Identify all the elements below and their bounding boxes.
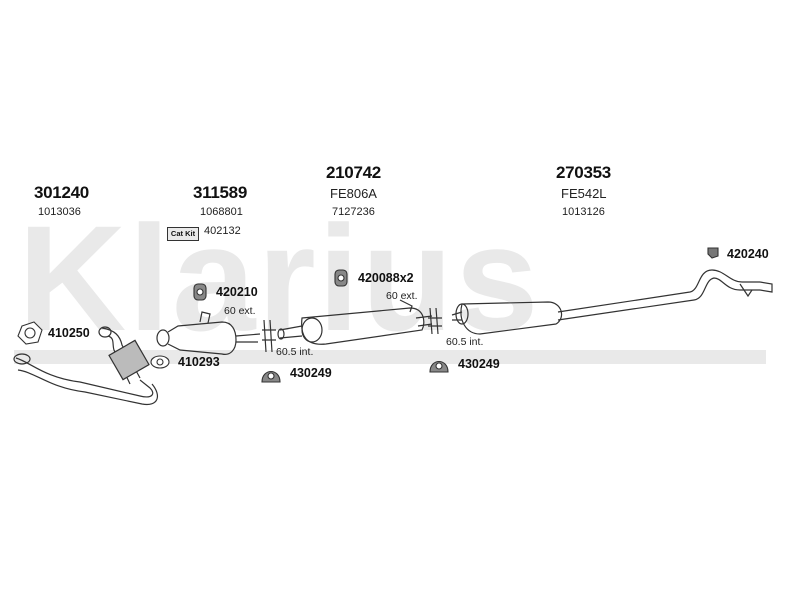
note-ext-2: 60 ext. xyxy=(386,290,418,302)
front-pipe xyxy=(13,326,159,406)
part-number-rear-silencer: 270353 xyxy=(556,163,611,182)
clamp-icon xyxy=(261,370,281,383)
fitting-430249-a: 430249 xyxy=(290,366,332,380)
watermark-underline xyxy=(14,350,766,364)
part-number-front-pipe: 301240 xyxy=(34,183,89,202)
rear-silencer xyxy=(451,269,773,335)
ref-front-pipe: 1013036 xyxy=(38,206,81,218)
ref-rear-silencer: 1013126 xyxy=(562,206,605,218)
catkit-badge: Cat Kit xyxy=(167,227,199,241)
fitting-420088: 420088x2 xyxy=(358,271,414,285)
flange-gasket-icon xyxy=(150,355,170,369)
clamp-icon xyxy=(429,360,449,373)
fitting-430249-b: 430249 xyxy=(458,357,500,371)
catkit-ref: 402132 xyxy=(204,225,241,237)
gasket-icon xyxy=(17,321,43,345)
rubber-mount-icon xyxy=(193,283,207,301)
part-number-catalytic-converter: 311589 xyxy=(193,183,247,202)
code-rear-silencer: FE542L xyxy=(561,186,607,201)
fitting-410293: 410293 xyxy=(178,355,220,369)
note-ext-1: 60 ext. xyxy=(224,305,256,317)
rubber-mount-icon xyxy=(334,269,348,287)
clamp-marks-2 xyxy=(428,307,442,335)
clamp-marks-1 xyxy=(262,319,276,353)
fitting-420210: 420210 xyxy=(216,285,258,299)
ref-catalytic-converter: 1068801 xyxy=(200,206,243,218)
bracket-icon xyxy=(707,247,719,259)
fitting-410250: 410250 xyxy=(48,326,90,340)
centre-silencer xyxy=(277,299,433,345)
ref-centre-silencer: 7127236 xyxy=(332,206,375,218)
code-centre-silencer: FE806A xyxy=(330,186,377,201)
note-int-1: 60.5 int. xyxy=(276,346,314,358)
part-number-centre-silencer: 210742 xyxy=(326,163,381,182)
fitting-420240: 420240 xyxy=(727,247,769,261)
catalytic-converter xyxy=(156,311,261,355)
note-int-2: 60.5 int. xyxy=(446,336,484,348)
